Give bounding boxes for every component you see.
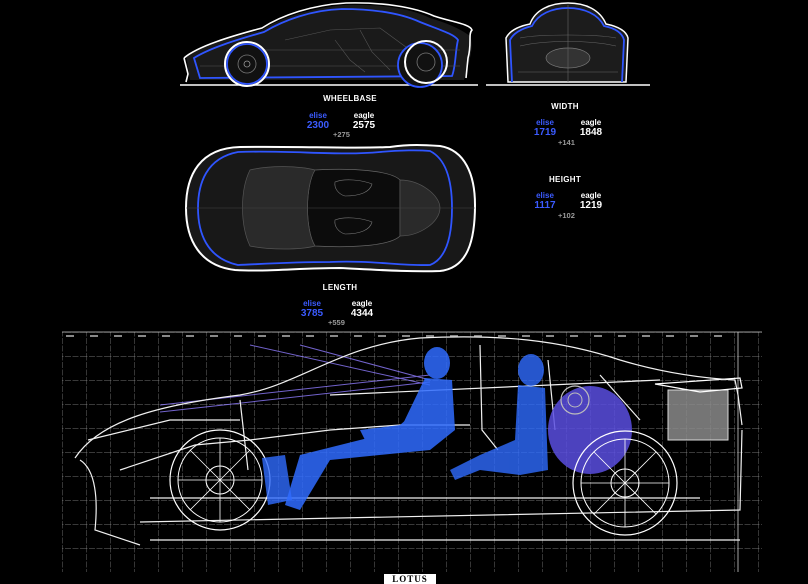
wheelbase-eagle: eagle 2575 xyxy=(346,111,382,131)
rear-wheel-blue xyxy=(397,42,443,88)
elise-side-outline xyxy=(192,8,459,79)
length-eagle: eagle 4344 xyxy=(344,299,380,319)
front-view-body xyxy=(505,2,629,83)
height-elise-value: 1117 xyxy=(534,200,556,211)
grid-scale-marks xyxy=(66,335,722,337)
lotus-logo: LOTUS xyxy=(384,574,436,584)
cutaway-body-lines xyxy=(74,336,743,546)
height-title: HEIGHT xyxy=(548,175,582,184)
width-diff: +141 xyxy=(558,138,575,147)
length-diff: +559 xyxy=(328,318,345,327)
wheelbase-elise: elise 2300 xyxy=(300,111,336,131)
height-elise: elise 1117 xyxy=(530,191,560,211)
front-wheel-cutaway xyxy=(169,429,271,531)
length-elise-label: elise xyxy=(303,299,321,308)
eagle-side-outline xyxy=(183,2,473,83)
length-title: LENGTH xyxy=(322,283,358,292)
height-eagle-value: 1219 xyxy=(579,200,603,211)
height-eagle-label: eagle xyxy=(580,191,602,200)
length-eagle-value: 4344 xyxy=(350,308,374,319)
width-eagle: eagle 1848 xyxy=(573,118,609,138)
width-elise-label: elise xyxy=(536,118,554,127)
wheelbase-elise-value: 2300 xyxy=(306,120,330,131)
height-diff: +102 xyxy=(558,211,575,220)
height-elise-label: elise xyxy=(536,191,554,200)
width-eagle-label: eagle xyxy=(580,118,602,127)
width-eagle-value: 1848 xyxy=(579,127,603,138)
height-eagle: eagle 1219 xyxy=(573,191,609,211)
rear-wheel-cutaway xyxy=(572,430,678,536)
front-wheel-blue xyxy=(226,43,268,85)
wheelbase-title: WHEELBASE xyxy=(323,94,377,103)
luggage-compartment xyxy=(667,389,729,441)
passenger-mannequin xyxy=(450,354,548,480)
length-elise: elise 3785 xyxy=(297,299,327,319)
elise-top-outline xyxy=(197,149,453,267)
engine-block xyxy=(548,385,632,474)
blueprint-grid xyxy=(62,332,762,572)
front-wheel-white xyxy=(224,41,270,87)
length-elise-value: 3785 xyxy=(300,308,324,319)
driver-mannequin xyxy=(285,347,455,510)
wheelbase-eagle-value: 2575 xyxy=(352,120,376,131)
length-eagle-label: eagle xyxy=(351,299,373,308)
wheelbase-eagle-label: eagle xyxy=(353,111,375,120)
wheelbase-diff: +275 xyxy=(333,130,350,139)
width-title: WIDTH xyxy=(551,102,579,111)
rear-wheel-white xyxy=(404,40,448,84)
wheelbase-elise-label: elise xyxy=(309,111,327,120)
width-elise-value: 1719 xyxy=(533,127,557,138)
front-suspension xyxy=(262,455,292,505)
width-elise: elise 1719 xyxy=(530,118,560,138)
